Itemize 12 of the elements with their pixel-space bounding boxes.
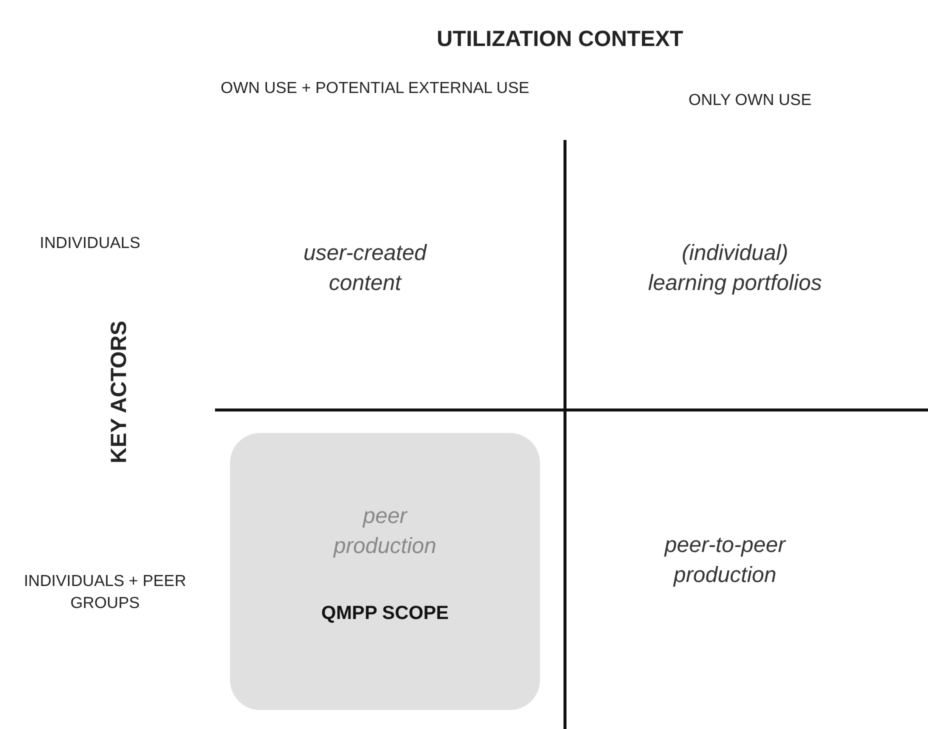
- column-header: ONLY OWN USE: [688, 91, 812, 111]
- axis-title: UTILIZATION CONTEXT: [436, 26, 684, 52]
- quadrant-text: peer-to-peer production: [663, 531, 787, 589]
- row-header: INDIVIDUALS + PEER GROUPS: [22, 572, 188, 614]
- column-header: OWN USE + POTENTIAL EXTERNAL USE: [220, 79, 530, 99]
- quadrant-text: peer production: [332, 502, 438, 560]
- quadrant-text: (individual) learning portfolios: [647, 239, 823, 297]
- scope-label: QMPP SCOPE: [320, 603, 450, 625]
- scope-box: [230, 433, 540, 710]
- quadrant-text: user-created content: [302, 239, 428, 297]
- axis-title: KEY ACTORS: [106, 320, 132, 466]
- row-header: INDIVIDUALS: [38, 234, 142, 254]
